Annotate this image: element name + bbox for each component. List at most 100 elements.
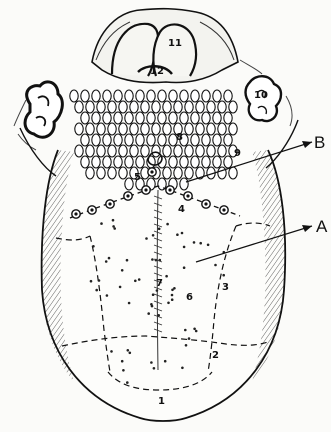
vallate-papilla-center (108, 202, 111, 205)
lingual-follicle (125, 178, 133, 190)
lingual-follicle (141, 101, 149, 113)
lingual-follicle (125, 90, 133, 102)
fungiform-papilla (112, 219, 115, 222)
lingual-follicle (191, 90, 199, 102)
region-number-12: 12 (150, 66, 164, 77)
region-number-5: 5 (134, 172, 141, 183)
lingual-follicle (147, 90, 155, 102)
fungiform-papilla (90, 280, 93, 283)
fungiform-papilla (127, 349, 130, 352)
lingual-follicle (191, 156, 199, 168)
lingual-follicle (218, 145, 226, 157)
lingual-follicle (119, 123, 127, 135)
lingual-follicle (141, 145, 149, 157)
vallate-papilla-center (90, 208, 93, 211)
fungiform-papilla (147, 312, 150, 315)
fungiform-papilla (158, 228, 161, 231)
lingual-follicle (130, 101, 138, 113)
fungiform-papilla (171, 294, 174, 297)
lingual-follicle (75, 101, 83, 113)
region-number-4: 4 (178, 204, 185, 215)
lingual-follicle (174, 145, 182, 157)
lingual-follicle (92, 90, 100, 102)
fungiform-papilla (173, 287, 176, 290)
vallate-papilla-center (222, 208, 225, 211)
lingual-follicle (119, 167, 127, 179)
lingual-follicle (213, 112, 221, 124)
fungiform-papilla (98, 279, 101, 282)
fungiform-papilla (207, 244, 210, 247)
lingual-follicle (114, 112, 122, 124)
fungiform-papilla (183, 246, 186, 249)
lingual-follicle (163, 167, 171, 179)
lingual-follicle (218, 101, 226, 113)
fungiform-papilla (185, 344, 188, 347)
fungiform-papilla (100, 222, 103, 225)
lingual-follicle (119, 101, 127, 113)
region-number-2: 2 (212, 350, 219, 361)
lingual-follicle (163, 101, 171, 113)
vallate-papilla-center (144, 188, 147, 191)
lingual-follicle (125, 112, 133, 124)
lingual-follicle (180, 156, 188, 168)
lingual-follicle (81, 90, 89, 102)
lingual-follicle (119, 145, 127, 157)
region-number-11: 11 (168, 38, 182, 49)
lingual-follicle (108, 123, 116, 135)
region-number-7: 7 (156, 278, 163, 289)
fungiform-papilla (166, 223, 169, 226)
fungiform-papilla (165, 275, 168, 278)
lingual-follicle (207, 101, 215, 113)
fungiform-papilla (188, 337, 191, 340)
fungiform-papilla (122, 369, 125, 372)
lingual-follicle (158, 112, 166, 124)
lingual-follicle (136, 134, 144, 146)
region-number-3: 3 (222, 282, 229, 293)
lingual-follicle (147, 134, 155, 146)
lingual-follicle (97, 123, 105, 135)
fungiform-papilla (129, 352, 132, 355)
lingual-follicle (136, 156, 144, 168)
fungiform-papilla (193, 241, 196, 244)
fungiform-papilla (152, 293, 155, 296)
lingual-follicle (185, 101, 193, 113)
fungiform-papilla (126, 259, 129, 262)
lingual-follicle (158, 134, 166, 146)
fungiform-papilla (151, 258, 154, 261)
callout-b-label: B (314, 133, 325, 152)
fungiform-papilla (199, 242, 202, 245)
fungiform-papilla (108, 257, 111, 260)
lingual-follicle (174, 101, 182, 113)
region-number-1: 1 (158, 396, 165, 407)
fungiform-papilla (152, 234, 155, 237)
fungiform-papilla (134, 280, 137, 283)
lingual-follicle (81, 112, 89, 124)
fungiform-papilla (121, 360, 124, 363)
callout-a-label: A (316, 217, 328, 236)
lingual-follicle (180, 112, 188, 124)
fungiform-papilla (119, 286, 122, 289)
lingual-follicle (213, 90, 221, 102)
fungiform-papilla (92, 245, 95, 248)
fungiform-papilla (138, 278, 141, 281)
lingual-follicle (86, 167, 94, 179)
lingual-follicle (125, 156, 133, 168)
fungiform-papilla (126, 381, 129, 384)
lingual-follicle (136, 112, 144, 124)
vallate-papilla-center (150, 170, 153, 173)
fungiform-papilla (106, 294, 109, 297)
fungiform-papilla (156, 289, 159, 292)
fungiform-papilla (222, 274, 225, 277)
fungiform-papilla (153, 367, 156, 370)
fungiform-papilla (128, 302, 131, 305)
lingual-follicle (130, 145, 138, 157)
fungiform-papilla (181, 232, 184, 235)
fungiform-papilla (195, 330, 198, 333)
lingual-follicle (141, 123, 149, 135)
fungiform-papilla (150, 303, 153, 306)
fungiform-papilla (112, 225, 115, 228)
lingual-follicle (224, 134, 232, 146)
fungiform-papilla (171, 298, 174, 301)
lingual-follicle (114, 90, 122, 102)
